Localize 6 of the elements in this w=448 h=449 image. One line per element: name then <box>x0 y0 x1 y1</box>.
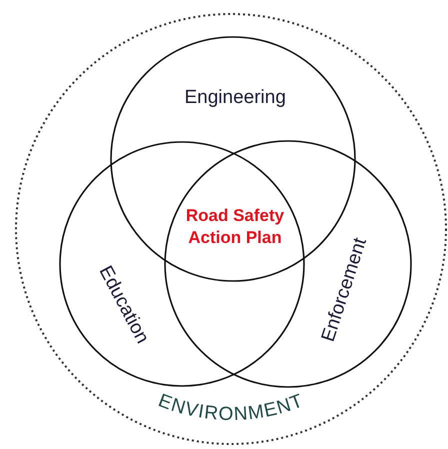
dotted-circle <box>15 13 447 445</box>
circle <box>59 141 305 387</box>
circle-label: ENVIRONMENT <box>155 390 307 426</box>
circle <box>164 140 412 388</box>
circle-label: Engineering <box>184 87 286 109</box>
center-label: Road Safety Action Plan <box>184 205 286 249</box>
